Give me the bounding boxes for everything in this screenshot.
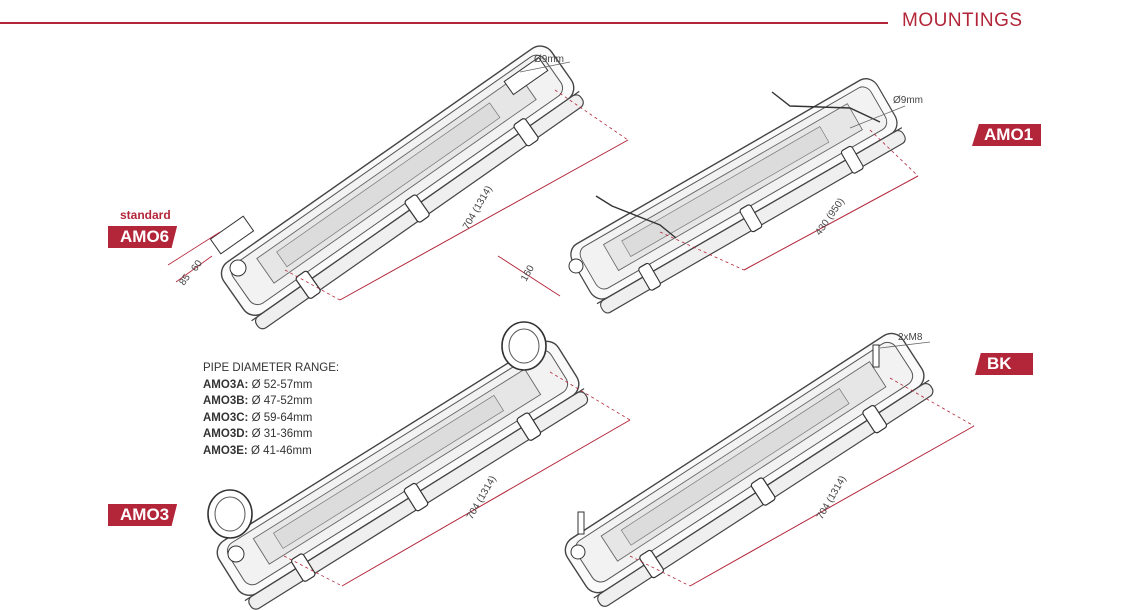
pipe-diameter-range: PIPE DIAMETER RANGE: AMO3A: Ø 52-57mm AM…	[203, 360, 339, 459]
pipe-range-row: AMO3A: Ø 52-57mm	[203, 378, 313, 391]
amo6-length-label: 704 (1314)	[461, 184, 495, 231]
amo3-length-label: 704 (1314)	[465, 474, 499, 521]
pipe-range-row: AMO3B: Ø 47-52mm	[203, 395, 313, 407]
tag-bk: BK	[975, 353, 1033, 375]
pipe-range-row: AMO3C: Ø 59-64mm	[203, 411, 313, 424]
luminaire-bk	[559, 327, 939, 610]
luminaire-amo6	[209, 39, 590, 335]
amo1-hole-label: Ø9mm	[893, 95, 923, 106]
luminaire-amo1	[565, 73, 911, 319]
tag-amo1: AMO1	[972, 124, 1042, 146]
header-rule	[0, 22, 888, 24]
tag-amo3: AMO3	[108, 504, 178, 526]
amo6-width-60: 60	[189, 258, 205, 274]
pipe-range-title: PIPE DIAMETER RANGE:	[203, 362, 340, 374]
page-title: MOUNTINGS	[902, 10, 1023, 31]
amo6-width-85: 85	[177, 272, 193, 288]
luminaire-amo3	[207, 321, 594, 610]
bk-bolt-label: 2xM8	[898, 332, 923, 343]
bk-length-label: 704 (1314)	[815, 474, 849, 521]
amo6-note: standard	[120, 208, 171, 222]
pipe-range-row: AMO3D: Ø 31-36mm	[203, 428, 313, 440]
pipe-range-row: AMO3E: Ø 41-46mm	[203, 444, 312, 457]
amo1-width-label: 160	[519, 263, 537, 283]
amo6-hole-label: Ø9mm	[534, 54, 564, 65]
tag-amo6: AMO6	[108, 226, 178, 248]
